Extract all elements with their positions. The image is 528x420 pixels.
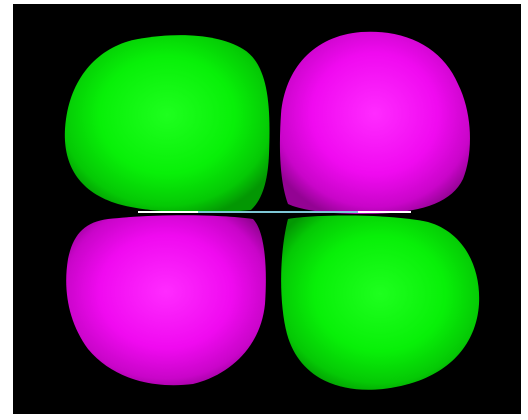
orbital-lobe-upper-left-positive bbox=[65, 35, 270, 212]
orbital-canvas[interactable] bbox=[13, 4, 521, 414]
orbital-lobe-lower-right-positive bbox=[281, 216, 479, 390]
molecular-orbital-viewport[interactable] bbox=[13, 4, 521, 414]
orbital-lobe-lower-left-negative bbox=[66, 215, 266, 385]
orbital-lobe-upper-right-negative bbox=[280, 32, 470, 214]
